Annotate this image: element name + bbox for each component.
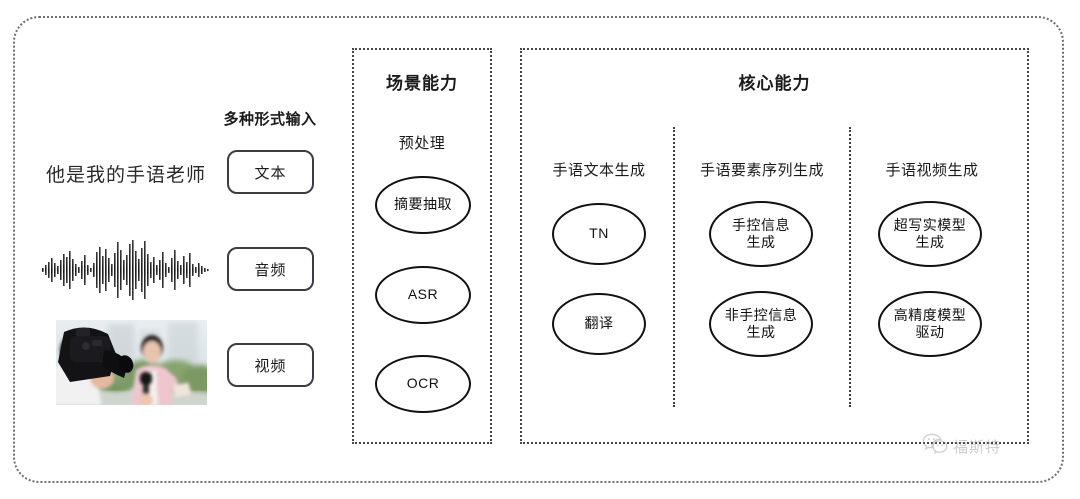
watermark: 福斯特	[922, 433, 1001, 460]
core-column-label-text-generation: 手语文本生成	[552, 162, 646, 179]
scene-node-ocr[interactable]: OCR	[375, 355, 471, 413]
input-text-sample: 他是我的手语老师	[46, 165, 207, 186]
core-node-highprecision-model-driving[interactable]: 高精度模型驱动	[878, 291, 982, 357]
core-node-nonmanual-info-generation[interactable]: 非手控信息生成	[709, 291, 813, 357]
core-column-divider-2	[849, 127, 851, 407]
core-capability-box	[520, 48, 1029, 444]
wechat-icon	[922, 433, 948, 460]
outer-frame	[13, 16, 1064, 483]
audio-waveform-icon	[40, 238, 212, 307]
core-column-divider-1	[673, 127, 675, 407]
input-section-heading: 多种形式输入	[223, 111, 317, 128]
core-node-hyperrealistic-model-generation[interactable]: 超写实模型生成	[878, 201, 982, 267]
scene-capability-box	[352, 48, 492, 444]
core-node-tn[interactable]: TN	[552, 203, 646, 265]
core-section-title: 核心能力	[738, 74, 811, 93]
core-column-label-element-sequence: 手语要素序列生成	[699, 162, 824, 179]
scene-column-label-preprocess: 预处理	[398, 135, 446, 152]
core-node-manual-info-generation[interactable]: 手控信息生成	[709, 201, 813, 267]
scene-node-asr[interactable]: ASR	[375, 266, 471, 324]
video-thumbnail	[56, 320, 207, 405]
scene-section-title: 场景能力	[386, 74, 458, 93]
watermark-text: 福斯特	[953, 439, 1002, 456]
scene-node-summary-extraction[interactable]: 摘要抽取	[375, 176, 471, 234]
input-chip-audio[interactable]: 音频	[227, 247, 314, 291]
input-chip-video[interactable]: 视频	[227, 343, 314, 387]
input-chip-text[interactable]: 文本	[227, 150, 314, 194]
core-column-label-video-generation: 手语视频生成	[885, 162, 979, 179]
core-node-translation[interactable]: 翻译	[552, 293, 646, 355]
